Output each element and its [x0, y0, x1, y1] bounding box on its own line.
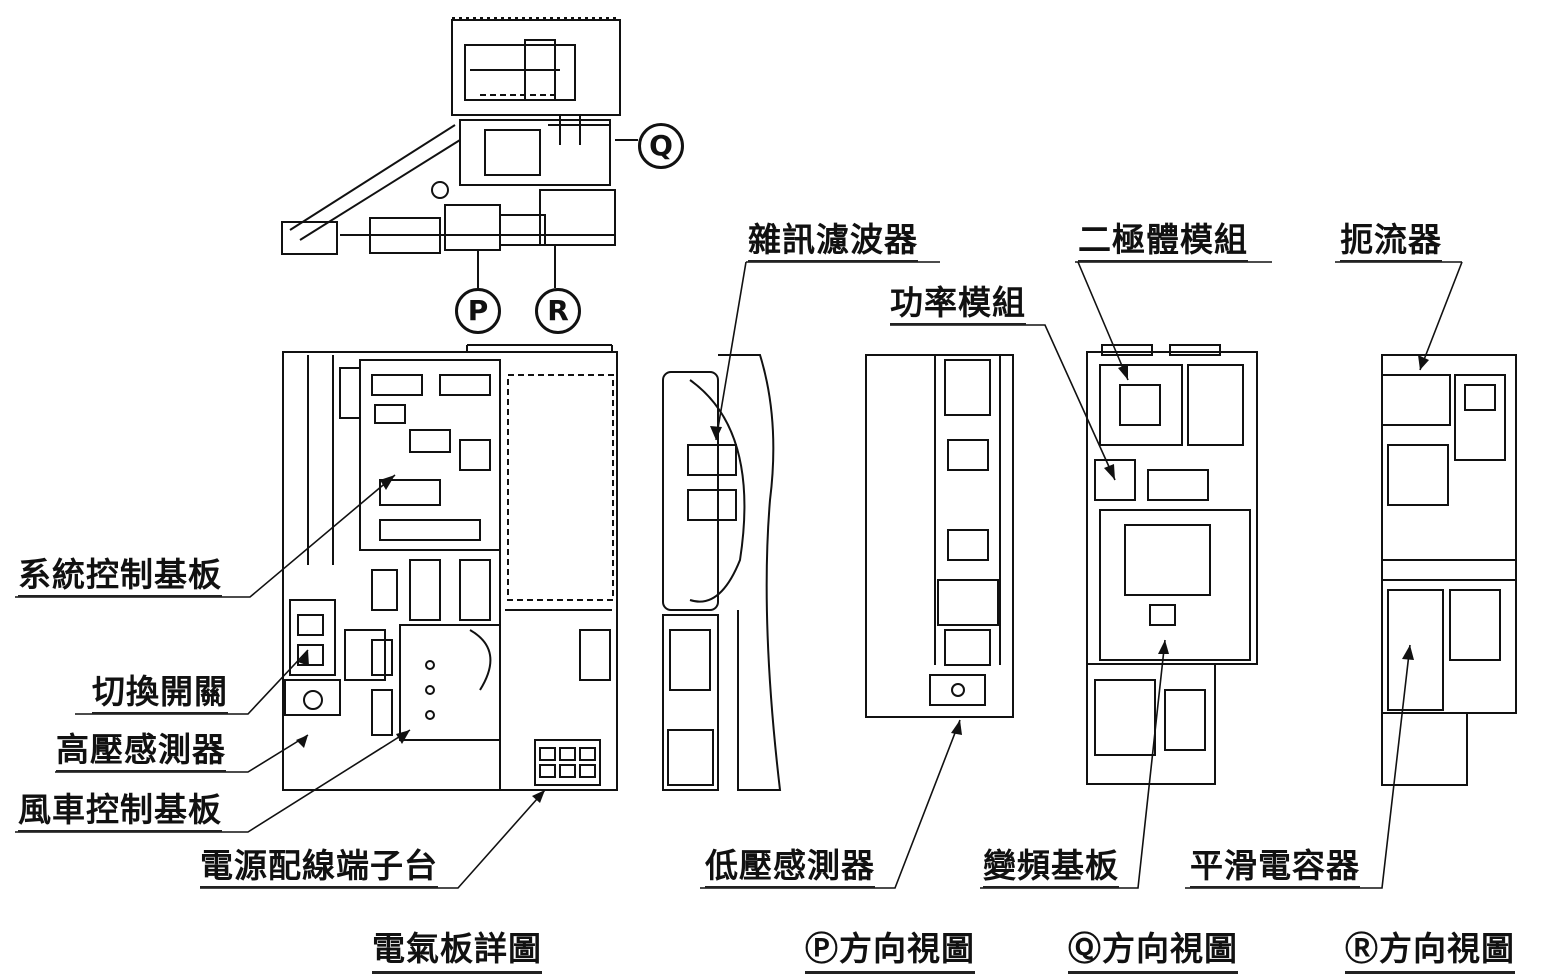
label-system-control-board: 系統控制基板: [18, 558, 222, 597]
electrical-panel-drawing: [283, 345, 617, 790]
callout-p-circle: P: [455, 288, 501, 334]
view-title-q: Ⓠ方向視圖: [1068, 932, 1238, 974]
callout-q-circle: Q: [638, 123, 684, 169]
r-view-choke-drawing: [1382, 355, 1516, 785]
label-inverter-board: 變頻基板: [983, 849, 1119, 888]
label-power-terminal-block: 電源配線端子台: [200, 849, 438, 888]
q-view-drawing: [866, 355, 1013, 717]
p-view-drawing: [663, 355, 780, 790]
label-power-module: 功率模組: [890, 286, 1026, 325]
view-title-p: Ⓟ方向視圖: [805, 932, 975, 974]
top-plan-view: [282, 18, 638, 288]
label-fan-control-board: 風車控制基板: [18, 793, 222, 832]
label-low-pressure-sensor: 低壓感測器: [705, 849, 875, 888]
label-diode-module: 二極體模組: [1078, 223, 1248, 262]
label-smoothing-capacitor: 平滑電容器: [1190, 849, 1360, 888]
leader-lines: [15, 262, 1462, 888]
callout-r-circle: R: [535, 288, 581, 334]
label-noise-filter: 雜訊濾波器: [748, 223, 918, 262]
r-view-inverter-drawing: [1087, 345, 1257, 784]
view-title-r: Ⓡ方向視圖: [1345, 932, 1515, 974]
label-high-pressure-sensor: 高壓感測器: [56, 733, 226, 772]
label-switching-switch: 切換開關: [92, 675, 228, 714]
view-title-electrical-panel: 電氣板詳圖: [372, 932, 542, 974]
arrow-heads: [296, 355, 1429, 803]
label-choke: 扼流器: [1340, 223, 1442, 262]
